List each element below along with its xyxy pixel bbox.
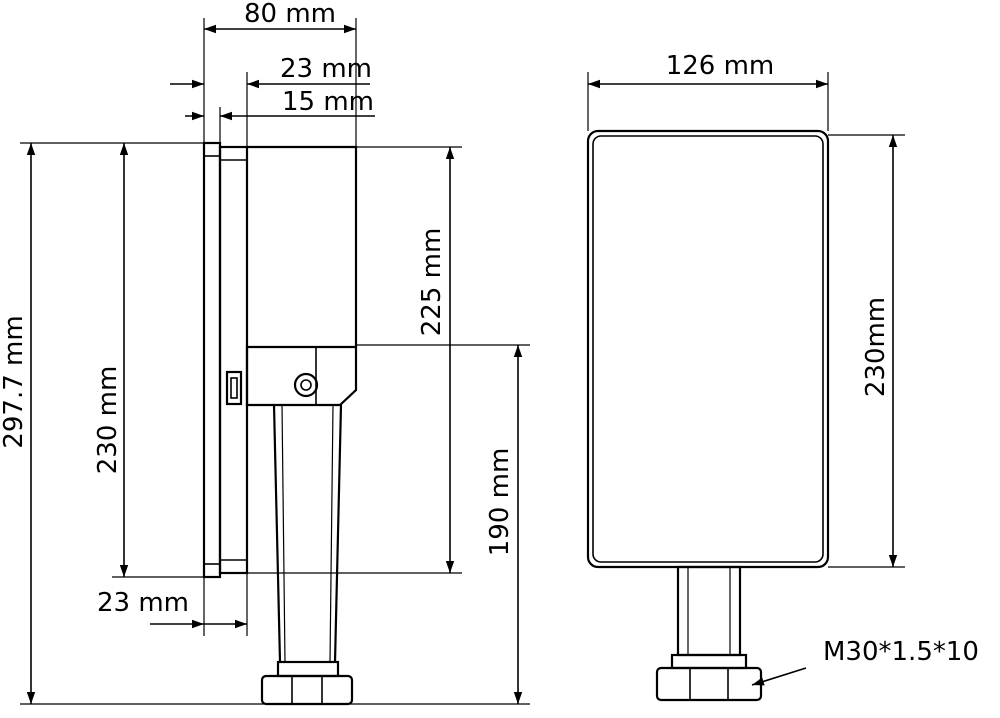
label-230mm-front: 230mm (861, 297, 891, 397)
usb-port (225, 370, 243, 406)
front-body-inner (592, 135, 824, 563)
thread-leader (751, 667, 807, 686)
front-body-outer (586, 129, 830, 569)
mount-block (245, 345, 358, 407)
mount-screw-inner (300, 379, 312, 391)
front-extension-lines (587, 72, 905, 568)
label-80mm: 80 mm (244, 0, 336, 29)
side-view: 80 mm 23 mm 15 mm 297.7 mm 230 mm 225 mm… (0, 0, 530, 706)
usb-port-inner (230, 377, 238, 399)
label-23mm-bottom: 23 mm (97, 588, 189, 618)
stem-edge-left (281, 404, 286, 663)
label-126mm: 126 mm (666, 51, 775, 81)
side-hex-nut (260, 674, 354, 706)
front-hex-nut (655, 666, 763, 702)
rear-housing (247, 145, 358, 347)
front-stem (676, 565, 742, 657)
side-collar (276, 660, 340, 678)
label-15mm: 15 mm (282, 87, 374, 117)
side-frame (218, 145, 249, 575)
label-thread-spec: M30*1.5*10 (823, 637, 979, 667)
stem-edge-right (329, 404, 334, 663)
mount-screw (293, 372, 319, 398)
bezel-cap-bottom (203, 563, 221, 578)
label-190mm: 190 mm (485, 448, 515, 557)
side-stem (272, 404, 343, 663)
front-view: 126 mm 230mm M30*1.5*10 (586, 51, 979, 702)
label-297-7mm: 297.7 mm (0, 315, 29, 448)
label-23mm-top: 23 mm (280, 54, 372, 84)
label-225mm: 225 mm (417, 228, 447, 337)
front-collar (670, 653, 748, 670)
label-230mm-side: 230 mm (93, 366, 123, 475)
bezel-cap-top (203, 142, 221, 157)
side-bezel (202, 141, 222, 579)
